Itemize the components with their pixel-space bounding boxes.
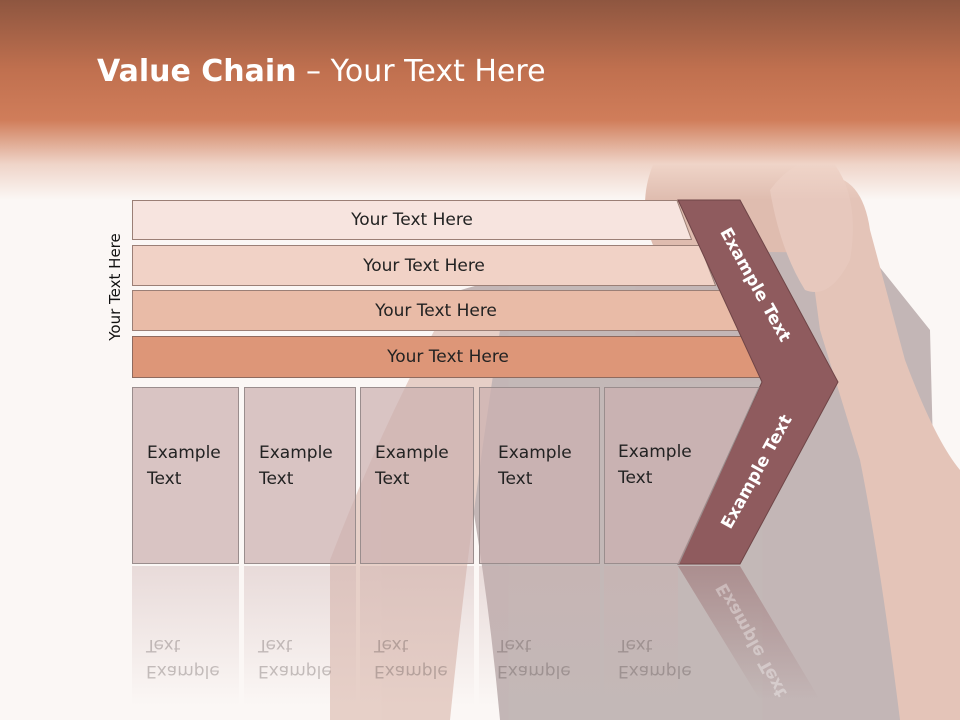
value-box-1-reflection: Example Text (132, 566, 239, 706)
title-bold: Value Chain (97, 54, 297, 89)
value-box-3-line1: Example (375, 443, 449, 463)
value-box-1-reflection-line1: Example (146, 661, 220, 681)
value-box-1-line2: Text (147, 469, 182, 489)
header-bar (0, 0, 960, 200)
value-box-5-shape (604, 387, 760, 564)
value-box-1: Example Text (132, 387, 239, 564)
value-box-2-line1: Example (259, 443, 333, 463)
value-box-5-reflection: Example Text (604, 566, 692, 706)
value-box-5-line1: Example (618, 442, 692, 462)
value-box-5 (604, 387, 760, 564)
value-box-4-reflection-line1: Example (497, 661, 571, 681)
band-2-label: Your Text Here (363, 255, 485, 276)
value-box-2-reflection-text: Example Text (258, 632, 332, 684)
value-box-4-line2: Text (498, 469, 533, 489)
band-4-label: Your Text Here (387, 347, 509, 367)
value-box-5-line2: Text (618, 468, 653, 488)
value-box-1-line1: Example (147, 443, 221, 463)
band-1: Your Text Here (132, 200, 692, 240)
value-box-4: Example Text (479, 387, 600, 564)
value-box-1-reflection-line2: Text (146, 635, 181, 655)
value-box-3-reflection-line2: Text (374, 635, 409, 655)
value-box-3-line2: Text (375, 469, 410, 489)
band-2: Your Text Here (132, 245, 716, 286)
value-box-3: Example Text (360, 387, 474, 564)
value-box-4-reflection: Example Text (479, 566, 600, 706)
chevron-reflection (678, 566, 820, 700)
value-box-4-reflection-text: Example Text (497, 632, 571, 684)
band-1-label: Your Text Here (351, 210, 473, 230)
value-box-2-reflection-line2: Text (258, 635, 293, 655)
title-rest: – Your Text Here (296, 54, 546, 89)
value-box-5-reflection-line1: Example (618, 661, 692, 681)
value-box-5-reflection-line2: Text (618, 635, 653, 655)
band-3: Your Text Here (132, 290, 740, 331)
value-box-1-text: Example Text (147, 440, 221, 492)
value-box-3-reflection-text: Example Text (374, 632, 448, 684)
value-box-5-content: Example Text (604, 387, 744, 564)
chevron-shape (677, 199, 839, 565)
slide-title: Value Chain – Your Text Here (97, 54, 546, 89)
value-box-4-text: Example Text (498, 440, 572, 492)
band-3-label: Your Text Here (375, 300, 497, 321)
band-2-shape (132, 245, 716, 286)
value-box-3-reflection: Example Text (360, 566, 474, 706)
value-box-5-text: Example Text (618, 439, 692, 491)
value-box-2: Example Text (244, 387, 356, 564)
person-arm (800, 175, 960, 720)
value-box-2-line2: Text (259, 469, 294, 489)
value-box-5-reflection-text: Example Text (618, 632, 692, 684)
value-box-4-reflection-line2: Text (497, 635, 532, 655)
value-box-2-reflection-line1: Example (258, 661, 332, 681)
band-4: Your Text Here (132, 336, 764, 378)
value-box-3-reflection-line1: Example (374, 661, 448, 681)
value-box-3-text: Example Text (375, 440, 449, 492)
value-box-4-line1: Example (498, 443, 572, 463)
value-box-2-text: Example Text (259, 440, 333, 492)
band-1-shape (132, 200, 692, 240)
value-box-1-reflection-text: Example Text (146, 632, 220, 684)
value-box-2-reflection: Example Text (244, 566, 356, 706)
